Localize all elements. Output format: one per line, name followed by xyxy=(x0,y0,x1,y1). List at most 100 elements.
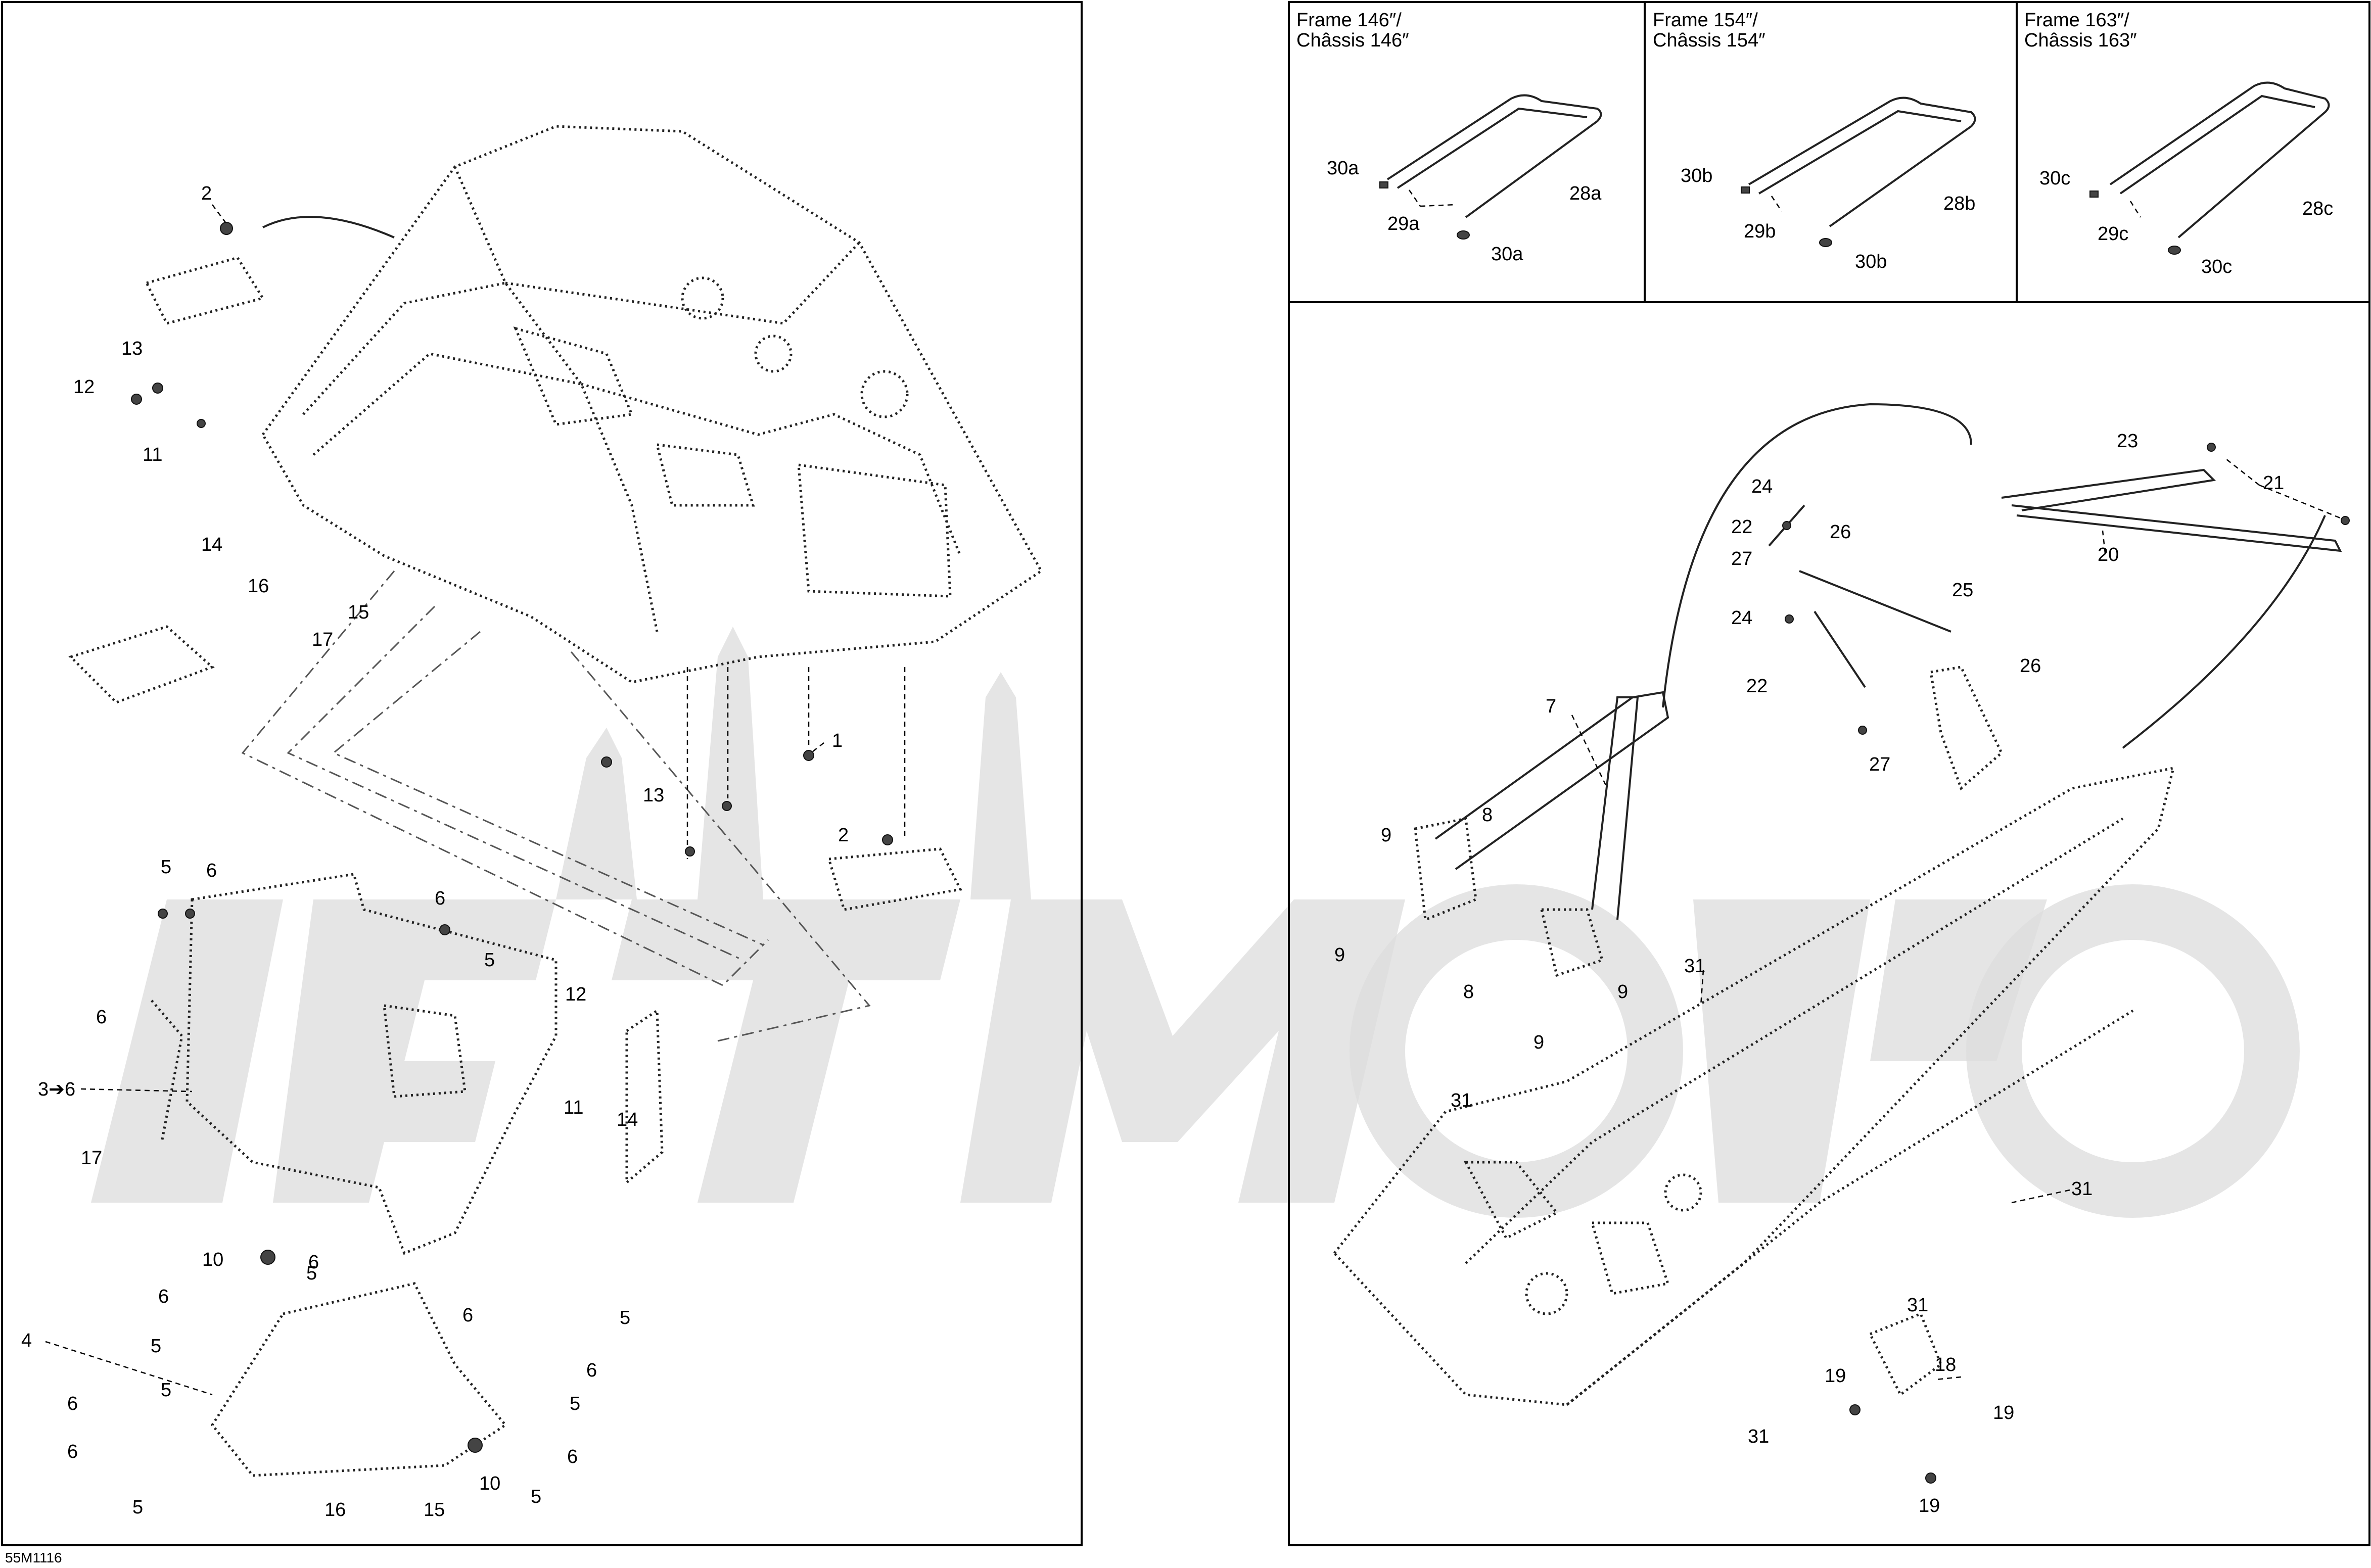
callout-25: 25 xyxy=(1952,580,1973,601)
callout-15: 15 xyxy=(424,1499,445,1521)
callout-29b: 29b xyxy=(1744,221,1776,242)
frame-variant-154: Frame 154″/ Châssis 154″ 30b 29b 28b 30b xyxy=(1653,10,1976,272)
callout-17: 17 xyxy=(81,1148,102,1169)
watermark-logo xyxy=(91,627,2300,1218)
callout-20: 20 xyxy=(2098,544,2119,565)
callout-16: 16 xyxy=(248,576,269,597)
callout-30a-bottom: 30a xyxy=(1491,244,1523,265)
variant-title: Frame 154″/ xyxy=(1653,10,1758,31)
callout-31: 31 xyxy=(1684,956,1705,977)
callout-1: 1 xyxy=(832,730,843,751)
callout-31: 31 xyxy=(1907,1295,1928,1316)
callout-31: 31 xyxy=(2071,1178,2093,1200)
callout-29c: 29c xyxy=(2098,223,2128,245)
callout-26: 26 xyxy=(2020,655,2041,677)
callout-19: 19 xyxy=(1825,1365,1846,1387)
callout-14: 14 xyxy=(201,534,222,555)
callout-27: 27 xyxy=(1731,548,1752,569)
callout-labels-left: 2 1 2 3➔6 4 5 5 5 5 5 5 5 5 5 6 6 6 6 6 … xyxy=(21,183,849,1521)
callout-6: 6 xyxy=(96,1007,107,1028)
callout-30b-top: 30b xyxy=(1681,165,1712,186)
callout-30a-top: 30a xyxy=(1327,158,1359,179)
callout-2: 2 xyxy=(838,825,849,846)
callout-19: 19 xyxy=(1993,1402,2014,1423)
callout-5: 5 xyxy=(570,1393,580,1414)
callout-14: 14 xyxy=(617,1109,638,1130)
callout-6: 6 xyxy=(308,1252,319,1273)
callout-28c: 28c xyxy=(2302,198,2333,219)
callout-24: 24 xyxy=(1751,476,1773,497)
callout-5: 5 xyxy=(132,1497,143,1518)
callout-4: 4 xyxy=(21,1330,32,1351)
callout-22: 22 xyxy=(1731,516,1752,538)
callout-28b: 28b xyxy=(1943,193,1975,214)
variant-title: Frame 163″/ xyxy=(2024,10,2129,31)
callout-2: 2 xyxy=(201,183,212,204)
callout-6: 6 xyxy=(586,1360,597,1381)
callout-5: 5 xyxy=(620,1307,630,1328)
callout-28a: 28a xyxy=(1569,183,1602,204)
callout-7: 7 xyxy=(1546,696,1556,717)
callout-8: 8 xyxy=(1463,981,1474,1003)
callout-24: 24 xyxy=(1731,607,1752,629)
callout-6: 6 xyxy=(158,1286,169,1307)
callout-6: 6 xyxy=(435,888,445,909)
callout-30b-bottom: 30b xyxy=(1855,251,1887,272)
leader-lines xyxy=(45,204,2341,1396)
callout-6: 6 xyxy=(462,1305,473,1326)
callout-31: 31 xyxy=(1451,1090,1472,1111)
callout-6: 6 xyxy=(67,1393,78,1414)
callout-5: 5 xyxy=(161,1380,171,1401)
callout-27: 27 xyxy=(1869,754,1890,775)
hardware-fasteners xyxy=(131,222,2350,1484)
callout-13: 13 xyxy=(643,785,664,806)
callout-9: 9 xyxy=(1617,981,1628,1003)
callout-10: 10 xyxy=(479,1473,500,1494)
callout-12: 12 xyxy=(73,376,95,398)
left-panel-border xyxy=(1,1,1083,1546)
callout-5: 5 xyxy=(151,1336,161,1357)
callout-16: 16 xyxy=(324,1499,346,1521)
callout-30c-top: 30c xyxy=(2039,168,2070,189)
variant-title: Frame 146″/ xyxy=(1296,10,1402,31)
callout-21: 21 xyxy=(2263,472,2284,494)
callout-5: 5 xyxy=(306,1263,317,1284)
callout-17: 17 xyxy=(312,629,333,650)
callout-26: 26 xyxy=(1830,521,1851,543)
callout-11: 11 xyxy=(564,1097,583,1118)
right-panel-border xyxy=(1288,301,2370,1546)
callout-8: 8 xyxy=(1482,804,1493,826)
callout-9: 9 xyxy=(1334,944,1345,966)
variant-subtitle: Châssis 154″ xyxy=(1653,30,1765,51)
variant-subtitle: Châssis 146″ xyxy=(1296,30,1409,51)
callout-22: 22 xyxy=(1746,676,1768,697)
callout-12: 12 xyxy=(565,984,586,1005)
drawing-code: 55M1116 xyxy=(5,1550,62,1565)
callout-19: 19 xyxy=(1919,1495,1940,1516)
callout-labels-right: 7 8 8 9 9 9 9 18 19 19 19 20 21 22 22 23… xyxy=(1334,431,2284,1516)
callout-13: 13 xyxy=(121,338,143,359)
callout-11: 11 xyxy=(143,444,162,465)
callout-6: 6 xyxy=(206,860,217,881)
assembly-guide-lines xyxy=(241,571,906,1042)
callout-9: 9 xyxy=(1381,825,1391,846)
frame-variant-163: Frame 163″/ Châssis 163″ 30c 29c 28c 30c xyxy=(2024,10,2333,277)
callout-5: 5 xyxy=(484,949,495,971)
callout-29a: 29a xyxy=(1387,213,1420,234)
callout-31: 31 xyxy=(1748,1426,1769,1447)
main-frame-drawing xyxy=(68,125,1043,704)
callout-6: 6 xyxy=(567,1446,578,1467)
callout-18: 18 xyxy=(1935,1354,1956,1375)
callout-6: 6 xyxy=(67,1441,78,1462)
callout-23: 23 xyxy=(2117,431,2138,452)
frame-variant-146: Frame 146″/ Châssis 146″ 30a 29a 28a 30a xyxy=(1296,10,1602,265)
callout-30c-bottom: 30c xyxy=(2201,256,2232,277)
callout-3-6: 3➔6 xyxy=(38,1079,75,1100)
variant-subtitle: Châssis 163″ xyxy=(2024,30,2137,51)
callout-9: 9 xyxy=(1533,1032,1544,1053)
callout-5: 5 xyxy=(531,1486,541,1507)
callout-15: 15 xyxy=(348,602,369,623)
callout-5: 5 xyxy=(161,857,171,878)
callout-10: 10 xyxy=(202,1249,223,1270)
